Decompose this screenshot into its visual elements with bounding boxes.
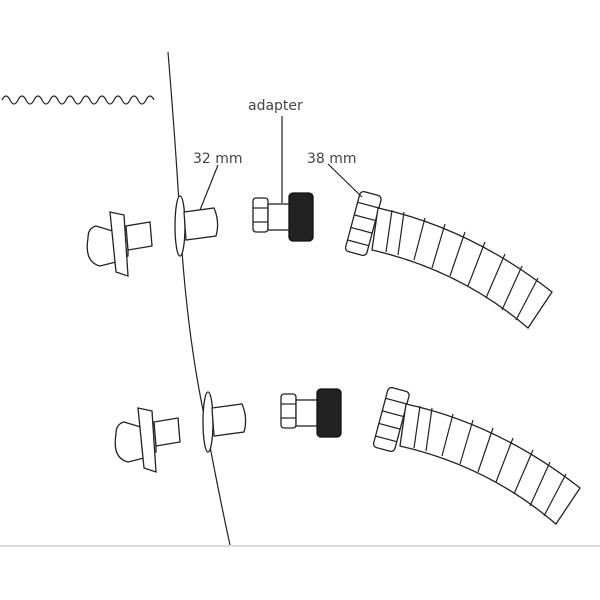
upper-connection-row (86, 190, 553, 329)
lower-connection-row (114, 386, 581, 525)
water-surface-wave (1, 95, 155, 105)
adapter-label: adapter (248, 98, 303, 114)
inlet-size-label: 32 mm (193, 151, 243, 167)
pool-wall (167, 51, 231, 546)
hose-leader-line (327, 163, 363, 198)
hose-size-label: 38 mm (307, 151, 357, 167)
inlet-leader-line (199, 164, 219, 211)
